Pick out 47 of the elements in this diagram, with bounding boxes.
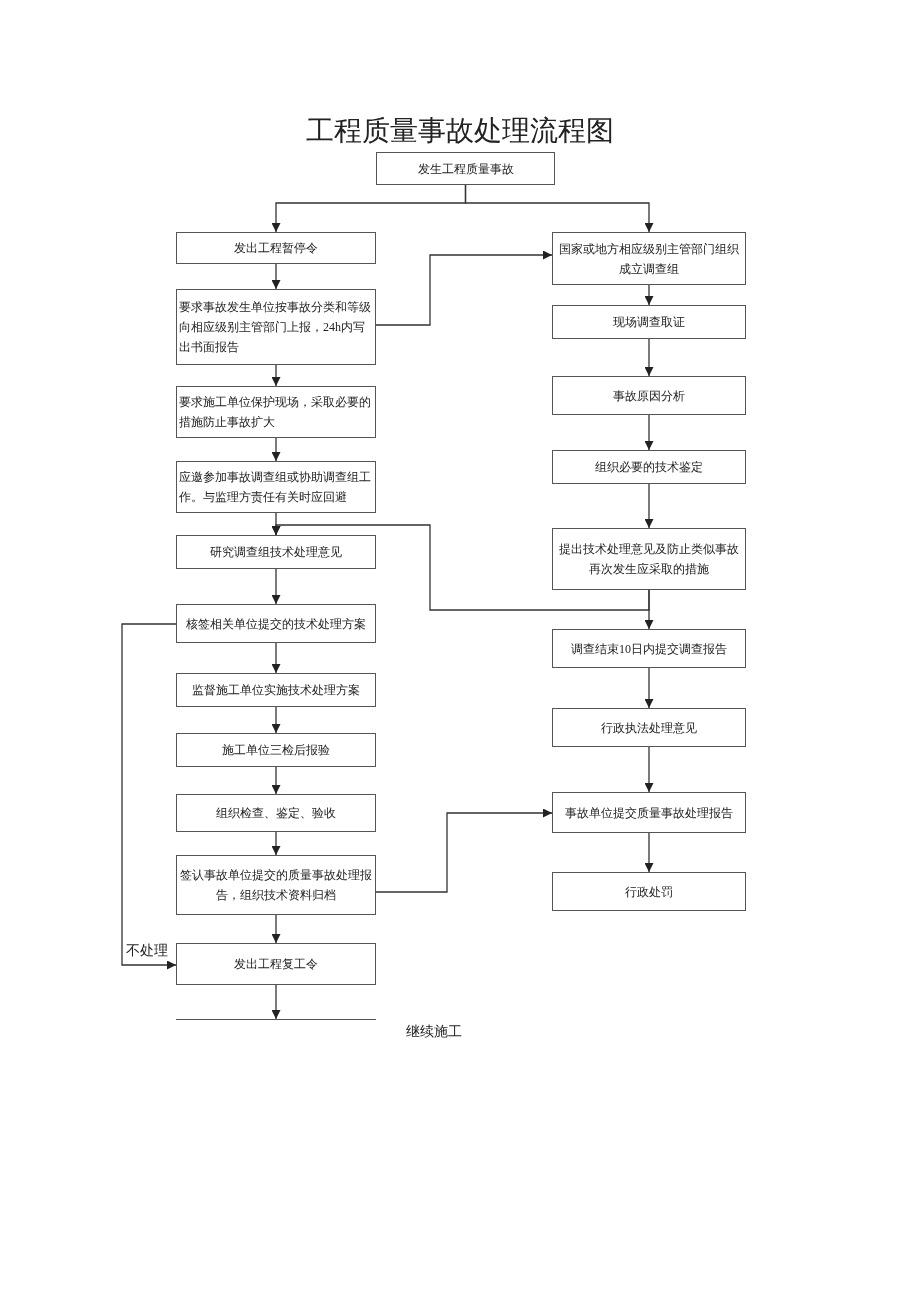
arrow — [644, 414, 654, 451]
process-box: 行政执法处理意见 — [552, 708, 746, 747]
process-box: 监督施工单位实施技术处理方案 — [176, 673, 376, 707]
arrow — [271, 706, 281, 734]
arrow — [644, 483, 654, 529]
arrow — [464, 184, 654, 233]
end-text: 继续施工 — [406, 1023, 462, 1041]
arrow — [121, 623, 177, 970]
arrow — [271, 642, 281, 674]
process-box: 现场调查取证 — [552, 305, 746, 339]
arrow — [271, 914, 281, 944]
process-box: 事故原因分析 — [552, 376, 746, 415]
process-box: 组织检查、鉴定、验收 — [176, 794, 376, 832]
arrow — [271, 766, 281, 795]
process-box: 事故单位提交质量事故处理报告 — [552, 792, 746, 833]
arrow — [271, 524, 650, 611]
title: 工程质量事故处理流程图 — [305, 114, 615, 148]
edge-label: 不处理 — [126, 943, 168, 959]
arrow — [271, 984, 281, 1020]
arrow — [271, 364, 281, 387]
arrow — [271, 263, 281, 290]
process-box: 要求事故发生单位按事故分类和等级向相应级别主管部门上报，24h内写出书面报告 — [176, 289, 376, 365]
process-box: 国家或地方相应级别主管部门组织成立调查组 — [552, 232, 746, 285]
process-box: 核签相关单位提交的技术处理方案 — [176, 604, 376, 643]
process-box: 调查结束10日内提交调查报告 — [552, 629, 746, 668]
process-box: 研究调查组技术处理意见 — [176, 535, 376, 569]
arrow — [375, 250, 553, 326]
arrow — [644, 338, 654, 377]
arrow — [644, 667, 654, 709]
process-box: 要求施工单位保护现场，采取必要的措施防止事故扩大 — [176, 386, 376, 438]
process-box: 行政处罚 — [552, 872, 746, 911]
process-box: 发生工程质量事故 — [376, 152, 555, 185]
arrow — [644, 832, 654, 873]
process-box: 提出技术处理意见及防止类似事故再次发生应采取的措施 — [552, 528, 746, 590]
process-box: 发出工程复工令 — [176, 943, 376, 985]
arrow — [271, 831, 281, 856]
process-box: 组织必要的技术鉴定 — [552, 450, 746, 484]
process-box: 签认事故单位提交的质量事故处理报告，组织技术资料归档 — [176, 855, 376, 915]
process-box: 应邀参加事故调查组或协助调查组工作。与监理方责任有关时应回避 — [176, 461, 376, 513]
arrow — [271, 568, 281, 605]
arrow — [644, 746, 654, 793]
process-box: 发出工程暂停令 — [176, 232, 376, 264]
arrow — [644, 284, 654, 306]
process-box: 施工单位三检后报验 — [176, 733, 376, 767]
arrow — [375, 808, 553, 893]
arrow — [271, 437, 281, 462]
arrow — [644, 589, 654, 630]
